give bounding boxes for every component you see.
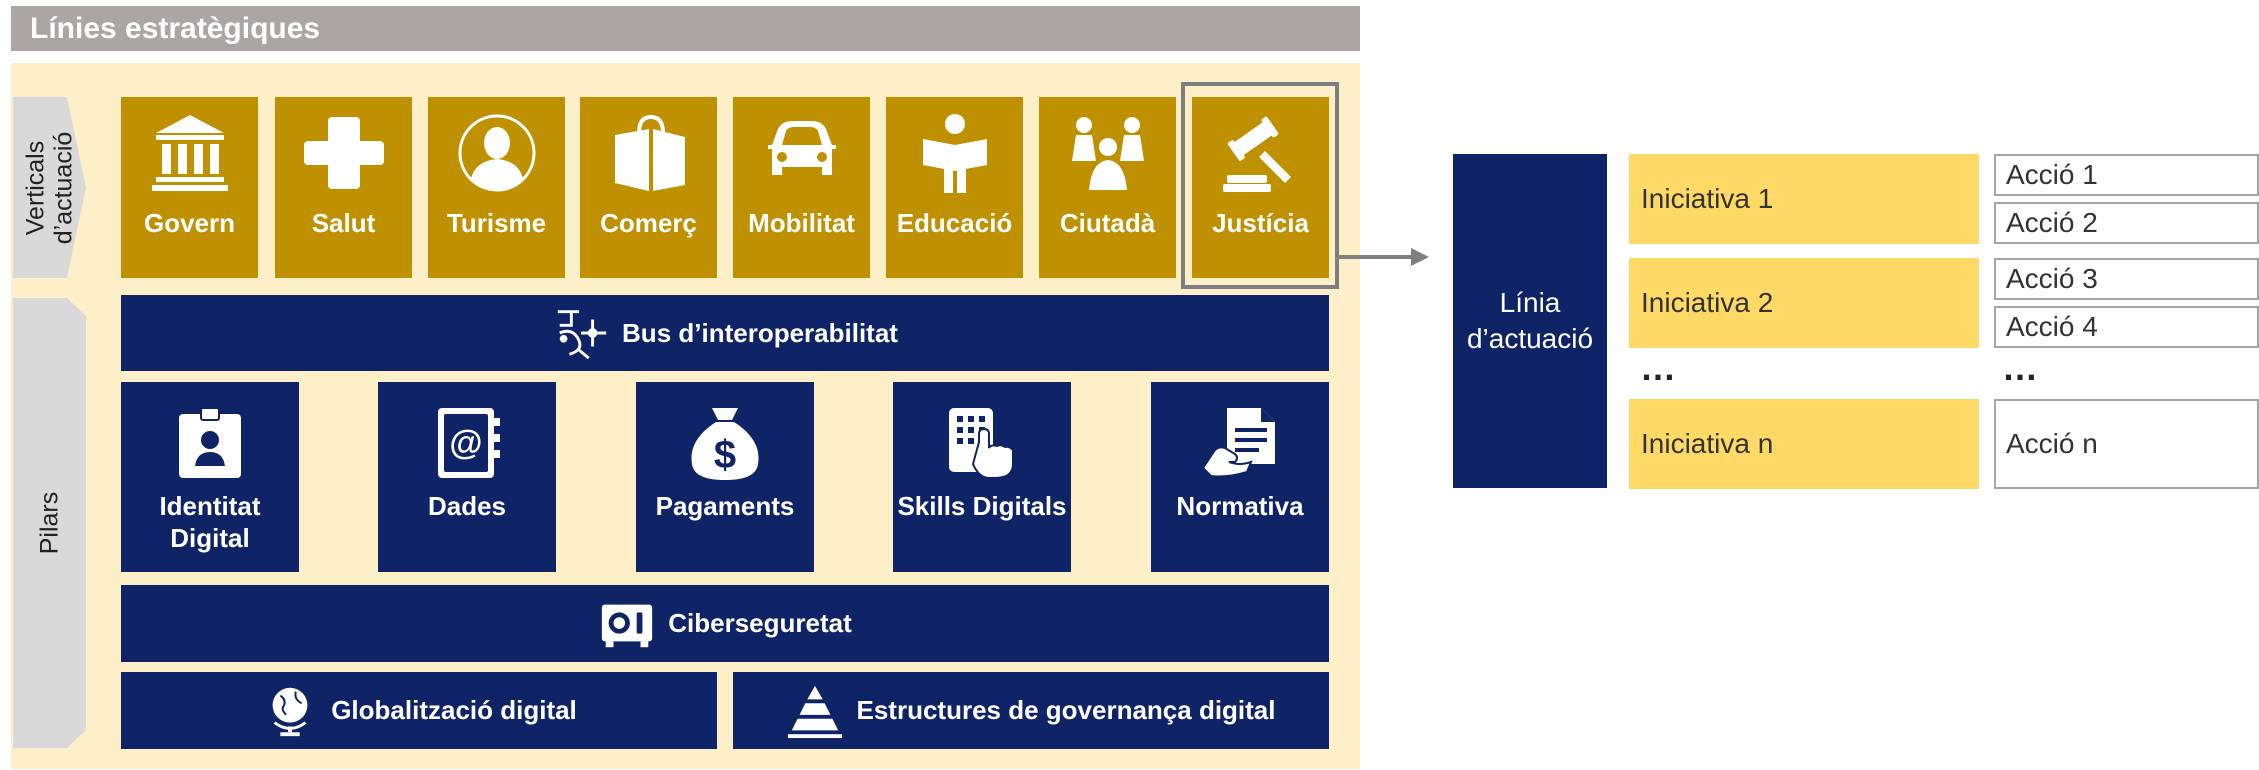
governance-label: Estructures de governança digital (856, 695, 1276, 725)
safe-icon (602, 604, 653, 647)
pillars-side-label: Pilars (13, 298, 86, 748)
governance-structures-bar[interactable]: Estructures de governança digital (733, 672, 1329, 749)
action-2[interactable]: Acció 2 (1994, 202, 2259, 244)
action-line-box[interactable]: Línia d’actuació (1453, 154, 1607, 488)
initiative-label: Iniciativa 2 (1641, 287, 1774, 318)
initiative-label: Iniciativa 1 (1641, 183, 1774, 214)
network-route-icon (557, 310, 607, 360)
globalization-bar[interactable]: Globalització digital (121, 672, 717, 749)
initiative-label: Iniciativa n (1641, 428, 1774, 459)
pillar-identitat-digital[interactable]: Identitat Digital (121, 382, 299, 572)
vertical-comerc[interactable]: Comerç (580, 97, 717, 278)
vertical-label: Justícia (1212, 208, 1309, 238)
money-bag-icon: $ (691, 408, 759, 480)
pillar-label: Identitat Digital (159, 491, 261, 553)
action-label: Acció 1 (2006, 159, 2098, 190)
pillar-dades[interactable]: @ Dades (378, 382, 556, 572)
pillar-normativa[interactable]: Normativa (1151, 382, 1329, 572)
pillar-label: Dades (427, 491, 507, 521)
vertical-mobilitat[interactable]: Mobilitat (733, 97, 870, 278)
initiative-2[interactable]: Iniciativa 2 (1629, 258, 1979, 348)
action-label: Acció 3 (2006, 263, 2098, 294)
vertical-govern[interactable]: Govern (121, 97, 258, 278)
vertical-label: Comerç (600, 208, 697, 238)
vertical-label: Educació (896, 208, 1013, 238)
pillar-label: Skills Digitals (897, 491, 1067, 521)
shopping-bag-icon (614, 114, 685, 191)
pillar-label: Normativa (1176, 491, 1304, 521)
action-line-label: Línia d’actuació (1466, 287, 1594, 354)
initiative-1[interactable]: Iniciativa 1 (1629, 154, 1979, 244)
initiatives-ellipsis: … (1640, 347, 1680, 388)
verticals-label-text: Verticals d’actuació (21, 131, 78, 244)
cybersecurity-bar[interactable]: Ciberseguretat (121, 585, 1329, 662)
action-label: Acció 4 (2006, 311, 2098, 342)
vertical-turisme[interactable]: Turisme (428, 97, 565, 278)
action-label: Acció n (2006, 428, 2098, 459)
page-title: Línies estratègiques (11, 6, 1360, 51)
initiative-n[interactable]: Iniciativa n (1629, 399, 1979, 489)
id-badge-icon (179, 407, 241, 478)
vertical-ciutada[interactable]: Ciutadà (1039, 97, 1176, 278)
pillar-pagaments[interactable]: $ Pagaments (636, 382, 814, 572)
action-n[interactable]: Acció n (1994, 399, 2259, 489)
globe-icon (272, 687, 308, 736)
justicia-highlight-frame (1181, 82, 1339, 289)
health-cross-icon (303, 117, 384, 189)
vertical-label: Salut (311, 208, 376, 238)
vertical-label: Ciutadà (1059, 208, 1156, 238)
svg-text:$: $ (714, 433, 736, 477)
tablet-touch-icon (949, 408, 1014, 479)
person-icon (458, 114, 535, 192)
vertical-salut[interactable]: Salut (275, 97, 412, 278)
vertical-educacio[interactable]: Educació (886, 97, 1023, 278)
reading-person-icon (922, 114, 987, 193)
data-book-icon: @ (438, 408, 500, 478)
document-hand-icon (1201, 408, 1275, 478)
action-label: Acció 2 (2006, 207, 2098, 238)
interoperability-bus-bar[interactable]: Bus d’interoperabilitat (121, 295, 1329, 371)
government-building-icon (151, 115, 228, 191)
vertical-justicia[interactable]: Justícia (1192, 97, 1329, 278)
vertical-label: Turisme (446, 208, 547, 238)
bus-label: Bus d’interoperabilitat (622, 317, 898, 348)
pillar-skills-digitals[interactable]: Skills Digitals (893, 382, 1071, 572)
pillars-label-text: Pilars (35, 491, 64, 555)
action-3[interactable]: Acció 3 (1994, 258, 2259, 300)
car-icon (767, 121, 836, 175)
vertical-label: Govern (143, 208, 236, 238)
gavel-icon (1222, 116, 1291, 192)
pyramid-icon (788, 685, 843, 738)
connector-arrow (1339, 248, 1429, 266)
action-4[interactable]: Acció 4 (1994, 306, 2259, 348)
svg-text:@: @ (449, 424, 482, 462)
vertical-label: Mobilitat (748, 208, 855, 238)
action-1[interactable]: Acció 1 (1994, 154, 2259, 196)
globalization-label: Globalització digital (331, 695, 577, 725)
actions-ellipsis: … (2002, 347, 2042, 388)
pillar-label: Pagaments (655, 491, 795, 521)
citizens-group-icon (1071, 117, 1144, 192)
cybersecurity-label: Ciberseguretat (668, 608, 852, 638)
